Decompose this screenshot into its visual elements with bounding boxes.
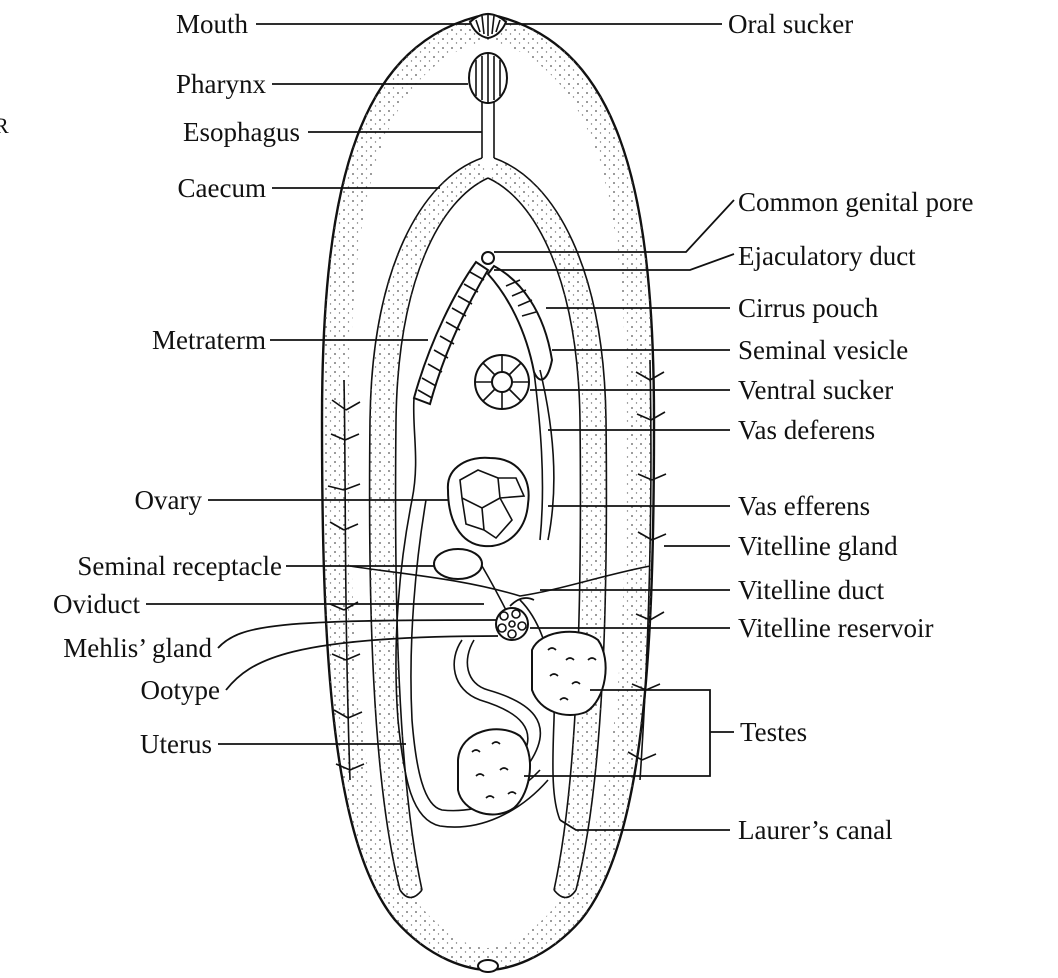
label-seminal-vesicle: Seminal vesicle <box>738 335 908 365</box>
label-vitelline-duct: Vitelline duct <box>738 575 885 605</box>
label-mehlis-gland: Mehlis’ gland <box>63 633 212 663</box>
label-esophagus: Esophagus <box>183 117 300 147</box>
label-mouth: Mouth <box>176 9 249 39</box>
label-ventral-sucker: Ventral sucker <box>738 375 893 405</box>
label-vas-deferens: Vas deferens <box>738 415 875 445</box>
label-vitelline-gland: Vitelline gland <box>738 531 898 561</box>
label-ootype: Ootype <box>141 675 221 705</box>
label-oviduct: Oviduct <box>53 589 140 619</box>
label-caecum: Caecum <box>178 173 266 203</box>
label-seminal-receptacle: Seminal receptacle <box>77 551 282 581</box>
ovary-shape <box>448 458 529 546</box>
label-uterus: Uterus <box>140 729 212 759</box>
label-pharynx: Pharynx <box>176 69 266 99</box>
mehlis-gland-shape <box>496 608 528 640</box>
labels-left: Mouth Pharynx Esophagus Caecum Metraterm… <box>53 9 300 759</box>
stray-letter-mark: R <box>0 113 9 138</box>
ventral-sucker-shape <box>475 355 529 409</box>
pharynx-shape <box>469 53 507 103</box>
label-oral-sucker: Oral sucker <box>728 9 853 39</box>
genital-pore-shape <box>482 252 494 264</box>
seminal-receptacle-shape <box>434 549 482 579</box>
label-vas-efferens: Vas efferens <box>738 491 870 521</box>
label-ovary: Ovary <box>135 485 203 515</box>
labels-right: Oral sucker Common genital pore Ejaculat… <box>728 9 973 845</box>
label-testes: Testes <box>740 717 807 747</box>
label-ejaculatory-duct: Ejaculatory duct <box>738 241 916 271</box>
label-common-genital-pore: Common genital pore <box>738 187 973 217</box>
label-laurers-canal: Laurer’s canal <box>738 815 893 845</box>
label-cirrus-pouch: Cirrus pouch <box>738 293 879 323</box>
label-vitelline-reservoir: Vitelline reservoir <box>738 613 934 643</box>
label-metraterm: Metraterm <box>152 325 266 355</box>
excretory-pore-shape <box>478 960 498 972</box>
